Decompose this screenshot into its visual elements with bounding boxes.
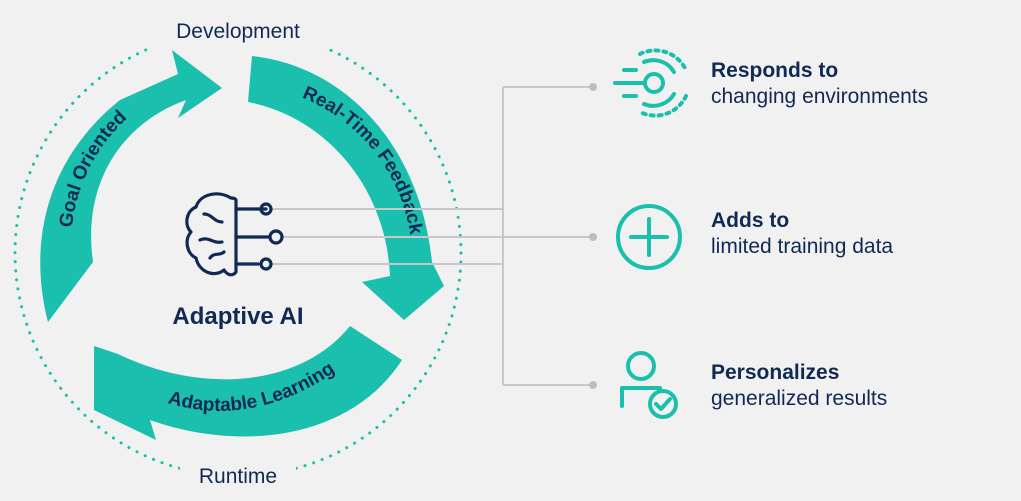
benefit-personalizes: Personalizes generalized results	[711, 360, 887, 412]
radar-target-icon	[613, 48, 688, 118]
dotted-boundary-circle	[13, 28, 463, 478]
benefit-title: Adds to	[711, 209, 790, 232]
benefit-title: Personalizes	[711, 361, 840, 384]
user-check-icon	[620, 351, 678, 419]
benefit-text: changing environments	[711, 85, 929, 108]
adaptable-learning-arrow	[94, 326, 402, 440]
development-label: Development	[176, 20, 300, 43]
benefit-title: Responds to	[711, 59, 839, 82]
connector-lines	[270, 86, 590, 386]
connector-dots	[589, 83, 597, 389]
goal-oriented-arrow	[40, 50, 222, 322]
brain-circuit-icon	[185, 192, 284, 277]
benefit-adds: Adds to limited training data	[711, 208, 893, 260]
benefit-text: limited training data	[711, 235, 894, 258]
benefit-text: generalized results	[711, 387, 888, 410]
plus-circle-icon	[616, 204, 682, 270]
benefit-responds: Responds to changing environments	[711, 58, 928, 110]
runtime-label: Runtime	[199, 465, 277, 488]
center-label: Adaptive AI	[172, 303, 303, 330]
real-time-feedback-arrow	[248, 56, 444, 320]
